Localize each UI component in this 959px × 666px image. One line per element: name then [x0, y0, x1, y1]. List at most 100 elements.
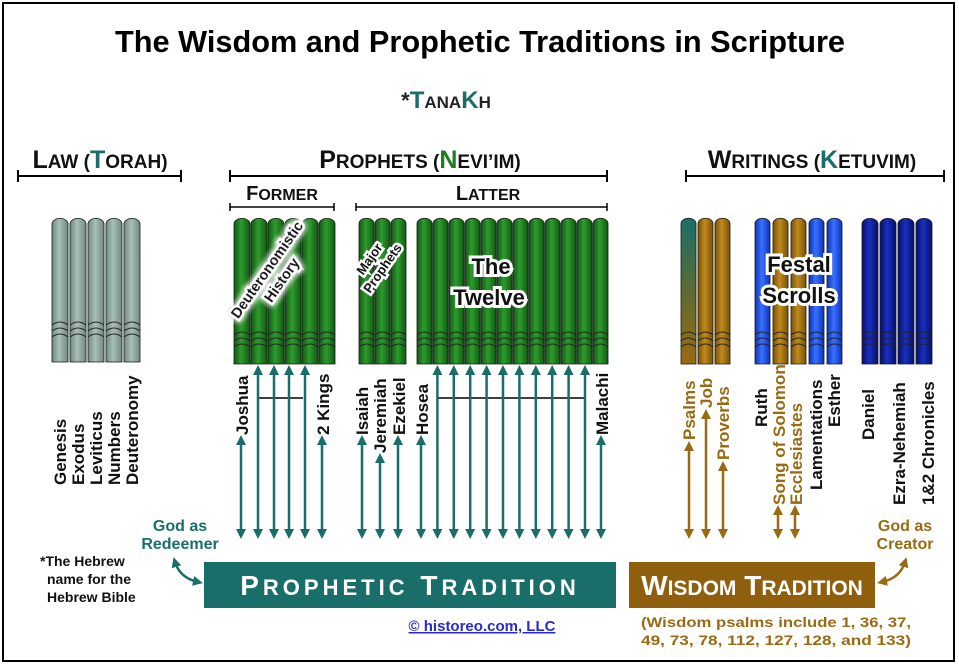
book-label-lamentations: Lamentations: [807, 379, 826, 490]
book-label-chronicles: 1&2 Chronicles: [919, 381, 938, 505]
tanakh-star: *: [401, 88, 410, 113]
wisdom-psalms-note: (Wisdom psalms include 1, 36, 37, 49, 73…: [641, 614, 911, 648]
former-prophets-scroll: [318, 218, 336, 365]
book-label-ezekiel: Ezekiel: [390, 377, 409, 435]
former-prophets-scroll: [301, 218, 319, 365]
proverbs-scroll: [714, 217, 731, 365]
svg-text:Hebrew Bible: Hebrew Bible: [47, 589, 136, 605]
book-label-joshua: Joshua: [233, 375, 252, 435]
redeemer-curved-arrow: [171, 557, 203, 586]
festal-scroll: [826, 217, 843, 365]
subsection-former: FORMER: [246, 183, 318, 205]
festal-gold-scroll: [772, 217, 789, 365]
page-title: The Wisdom and Prophetic Traditions in S…: [115, 24, 845, 59]
book-label-daniel: Daniel: [859, 389, 878, 440]
svg-text:(Wisdom psalms include 1, 36,: (Wisdom psalms include 1, 36, 37,: [641, 614, 911, 630]
book-label-exodus: Exodus: [69, 424, 88, 485]
law-scroll: [123, 218, 141, 363]
book-label-malachi: Malachi: [593, 373, 612, 435]
book-label-jeremiah: Jeremiah: [371, 378, 390, 453]
minor-prophets-scroll: [480, 217, 497, 365]
former-prophets-scroll: [250, 218, 268, 365]
tanakh-letter-k: K: [461, 87, 479, 114]
svg-text:Festal: Festal: [767, 252, 831, 277]
book-label-job: Job: [697, 378, 716, 408]
book-label-2-kings: 2 Kings: [314, 374, 333, 435]
wisdom-tradition-box: [629, 562, 875, 608]
svg-text:*The Hebrew: *The Hebrew: [40, 553, 125, 569]
svg-text:The: The: [471, 254, 510, 279]
svg-text:God as: God as: [153, 518, 207, 535]
minor-prophets-scroll: [528, 217, 545, 365]
former-prophets-scroll: [267, 218, 285, 365]
major-prophets-scroll: [358, 217, 375, 365]
tanakh-small-h: H: [479, 93, 491, 112]
tanakh-small-na: NA: [437, 93, 462, 112]
subsection-latter: LATTER: [456, 183, 521, 205]
svg-text:Twelve: Twelve: [453, 285, 525, 310]
scrolls-group: [51, 217, 933, 365]
section-writings: WRITINGS (KETUVIM): [708, 146, 916, 174]
minor-prophets-scroll: [592, 217, 609, 365]
tanakh-letter-t: T: [410, 87, 425, 114]
festal-scrolls-label: Festal Scrolls: [759, 249, 838, 311]
book-label-song-of-solomon: Song of Solomon: [770, 364, 789, 505]
book-label-esther: Esther: [825, 374, 844, 427]
book-label-ruth: Ruth: [752, 388, 771, 427]
book-label-hosea: Hosea: [413, 383, 432, 435]
copyright-link[interactable]: © historeo.com, LLC: [409, 618, 556, 635]
minor-prophets-scroll: [448, 217, 465, 365]
festal-scroll: [808, 217, 825, 365]
god-as-creator: God as Creator: [877, 518, 934, 553]
job-scroll: [697, 217, 714, 365]
writings-scroll: [861, 218, 879, 365]
book-label-leviticus: Leviticus: [87, 411, 106, 485]
minor-prophets-scroll: [560, 217, 577, 365]
minor-prophets-scroll: [496, 217, 513, 365]
svg-text:Redeemer: Redeemer: [141, 536, 218, 553]
tanakh-small-a: A: [424, 93, 436, 112]
minor-prophets-scroll: [512, 217, 529, 365]
the-twelve-label: The Twelve: [450, 251, 528, 313]
tradition-arrows: [236, 365, 800, 539]
psalms-scroll: [680, 217, 697, 365]
minor-prophets-scroll: [464, 217, 481, 365]
book-label-deuteronomy: Deuteronomy: [123, 375, 142, 485]
hebrew-bible-footnote: *The Hebrew name for the Hebrew Bible: [40, 553, 136, 605]
wisdom-tradition-label: WISDOM TRADITION: [641, 570, 863, 601]
section-prophets: PROPHETS (NEVI’IM): [319, 146, 521, 174]
svg-text:Creator: Creator: [877, 536, 934, 553]
book-label-proverbs: Proverbs: [714, 386, 733, 460]
svg-text:God as: God as: [878, 518, 932, 535]
law-scroll: [69, 218, 87, 363]
festal-scroll: [754, 217, 771, 365]
writings-scroll: [915, 218, 933, 365]
minor-prophets-scroll: [416, 217, 433, 365]
svg-text:Scrolls: Scrolls: [762, 283, 835, 308]
book-label-genesis: Genesis: [51, 419, 70, 485]
god-as-redeemer: God as Redeemer: [141, 518, 218, 553]
svg-text:49, 73, 78, 112, 127, 128, and: 49, 73, 78, 112, 127, 128, and 133): [641, 632, 911, 648]
svg-text:name for the: name for the: [47, 571, 131, 587]
minor-prophets-scroll: [576, 217, 593, 365]
tanakh-heading: *TANAKH: [401, 87, 491, 114]
book-label-ezra-nehemiah: Ezra-Nehemiah: [890, 382, 909, 505]
minor-prophets-scroll: [432, 217, 449, 365]
former-prophets-scroll: [284, 218, 302, 365]
writings-scroll: [879, 218, 897, 365]
writings-scroll: [897, 218, 915, 365]
book-label-psalms: Psalms: [680, 380, 699, 440]
major-prophets-scroll: [374, 217, 391, 365]
law-scroll: [105, 218, 123, 363]
former-prophets-scroll: [233, 218, 251, 365]
prophetic-tradition-box: [204, 562, 616, 608]
major-prophets-scroll: [390, 217, 407, 365]
law-scroll: [51, 218, 69, 363]
section-brackets: [17, 170, 945, 211]
book-label-numbers: Numbers: [105, 411, 124, 485]
creator-curved-arrow: [877, 557, 909, 586]
book-label-isaiah: Isaiah: [353, 387, 372, 435]
